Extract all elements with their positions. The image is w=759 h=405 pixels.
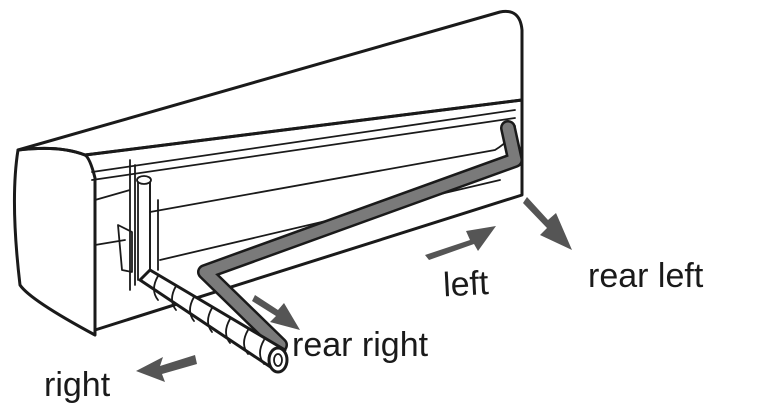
arrow-left <box>425 226 496 260</box>
unit-end-cap <box>12 146 97 337</box>
unit-front-face <box>83 98 524 332</box>
pipe-bundle-end <box>267 346 289 374</box>
arrow-right <box>136 355 197 382</box>
label-left: left <box>442 264 490 304</box>
pipe-bundle-end-inner <box>273 353 283 367</box>
arrow-rear-right <box>252 295 300 330</box>
label-rear-left: rear left <box>588 257 704 295</box>
unit-slot <box>117 224 133 273</box>
label-rear-right: rear right <box>292 326 429 364</box>
unit-bottom-recess <box>149 125 516 261</box>
label-right: right <box>44 366 111 404</box>
drain-pipe-inner <box>199 122 521 351</box>
direction-arrows <box>136 197 572 382</box>
pipe-vertical <box>137 179 151 281</box>
pipe-vertical-top <box>136 175 152 185</box>
pipe-bundle <box>136 175 289 374</box>
pipe-bundle-wraps <box>153 275 265 365</box>
arrow-rear-left <box>523 197 572 250</box>
unit-ridge-line <box>91 109 516 173</box>
unit-top-face <box>16 9 524 157</box>
drain-pipe <box>197 120 523 353</box>
unit-ridge-line-2 <box>91 117 516 181</box>
